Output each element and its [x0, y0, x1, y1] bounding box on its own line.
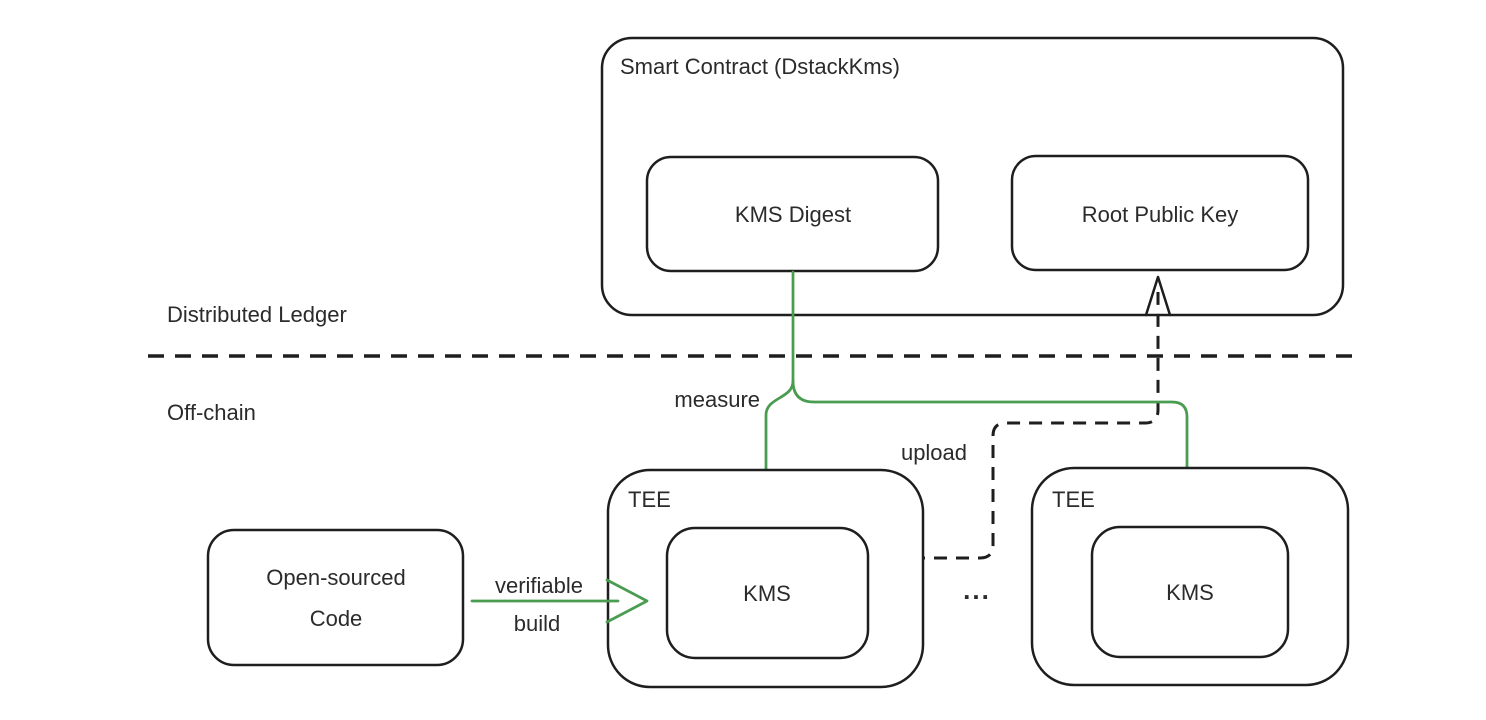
- ellipsis: ...: [963, 575, 991, 605]
- measure-arrow-branch-right: [791, 379, 1189, 514]
- kms-left-label: KMS: [743, 581, 791, 606]
- root-public-key-box: [1010, 154, 1310, 272]
- tee-right-group: TEE KMS: [1030, 466, 1350, 687]
- smart-contract-title: Smart Contract (DstackKms): [620, 54, 900, 79]
- kms-right-label: KMS: [1166, 580, 1214, 605]
- verifiable-build-label-line1: verifiable: [495, 573, 583, 598]
- upload-arrow: upload: [868, 275, 1172, 560]
- measure-label: measure: [674, 387, 760, 412]
- upload-label: upload: [901, 440, 967, 465]
- smart-contract-group: Smart Contract (DstackKms) KMS Digest Ro…: [600, 36, 1345, 317]
- kms-right-box: [1090, 525, 1290, 659]
- upload-arrowhead-icon: [1144, 275, 1172, 317]
- verifiable-build-label-line2: build: [514, 611, 560, 636]
- tee-left-group: TEE KMS: [606, 468, 925, 689]
- open-sourced-code-group: Open-sourced Code: [206, 528, 465, 667]
- kms-left-box: [665, 526, 870, 660]
- open-sourced-code-box: [206, 528, 465, 667]
- tee-left-label: TEE: [628, 487, 671, 512]
- kms-digest-label: KMS Digest: [735, 202, 851, 227]
- tee-right-label: TEE: [1052, 487, 1095, 512]
- open-sourced-code-label-line2: Code: [310, 606, 363, 631]
- layer-label-off-chain: Off-chain: [167, 400, 256, 425]
- root-public-key-label: Root Public Key: [1082, 202, 1239, 227]
- open-sourced-code-label-line1: Open-sourced: [266, 565, 405, 590]
- verifiable-build-arrowhead-icon: [605, 578, 649, 624]
- upload-arrow-path: [868, 292, 1160, 560]
- layer-label-distributed-ledger: Distributed Ledger: [167, 302, 347, 327]
- verifiable-build-arrow: verifiable build: [470, 573, 649, 636]
